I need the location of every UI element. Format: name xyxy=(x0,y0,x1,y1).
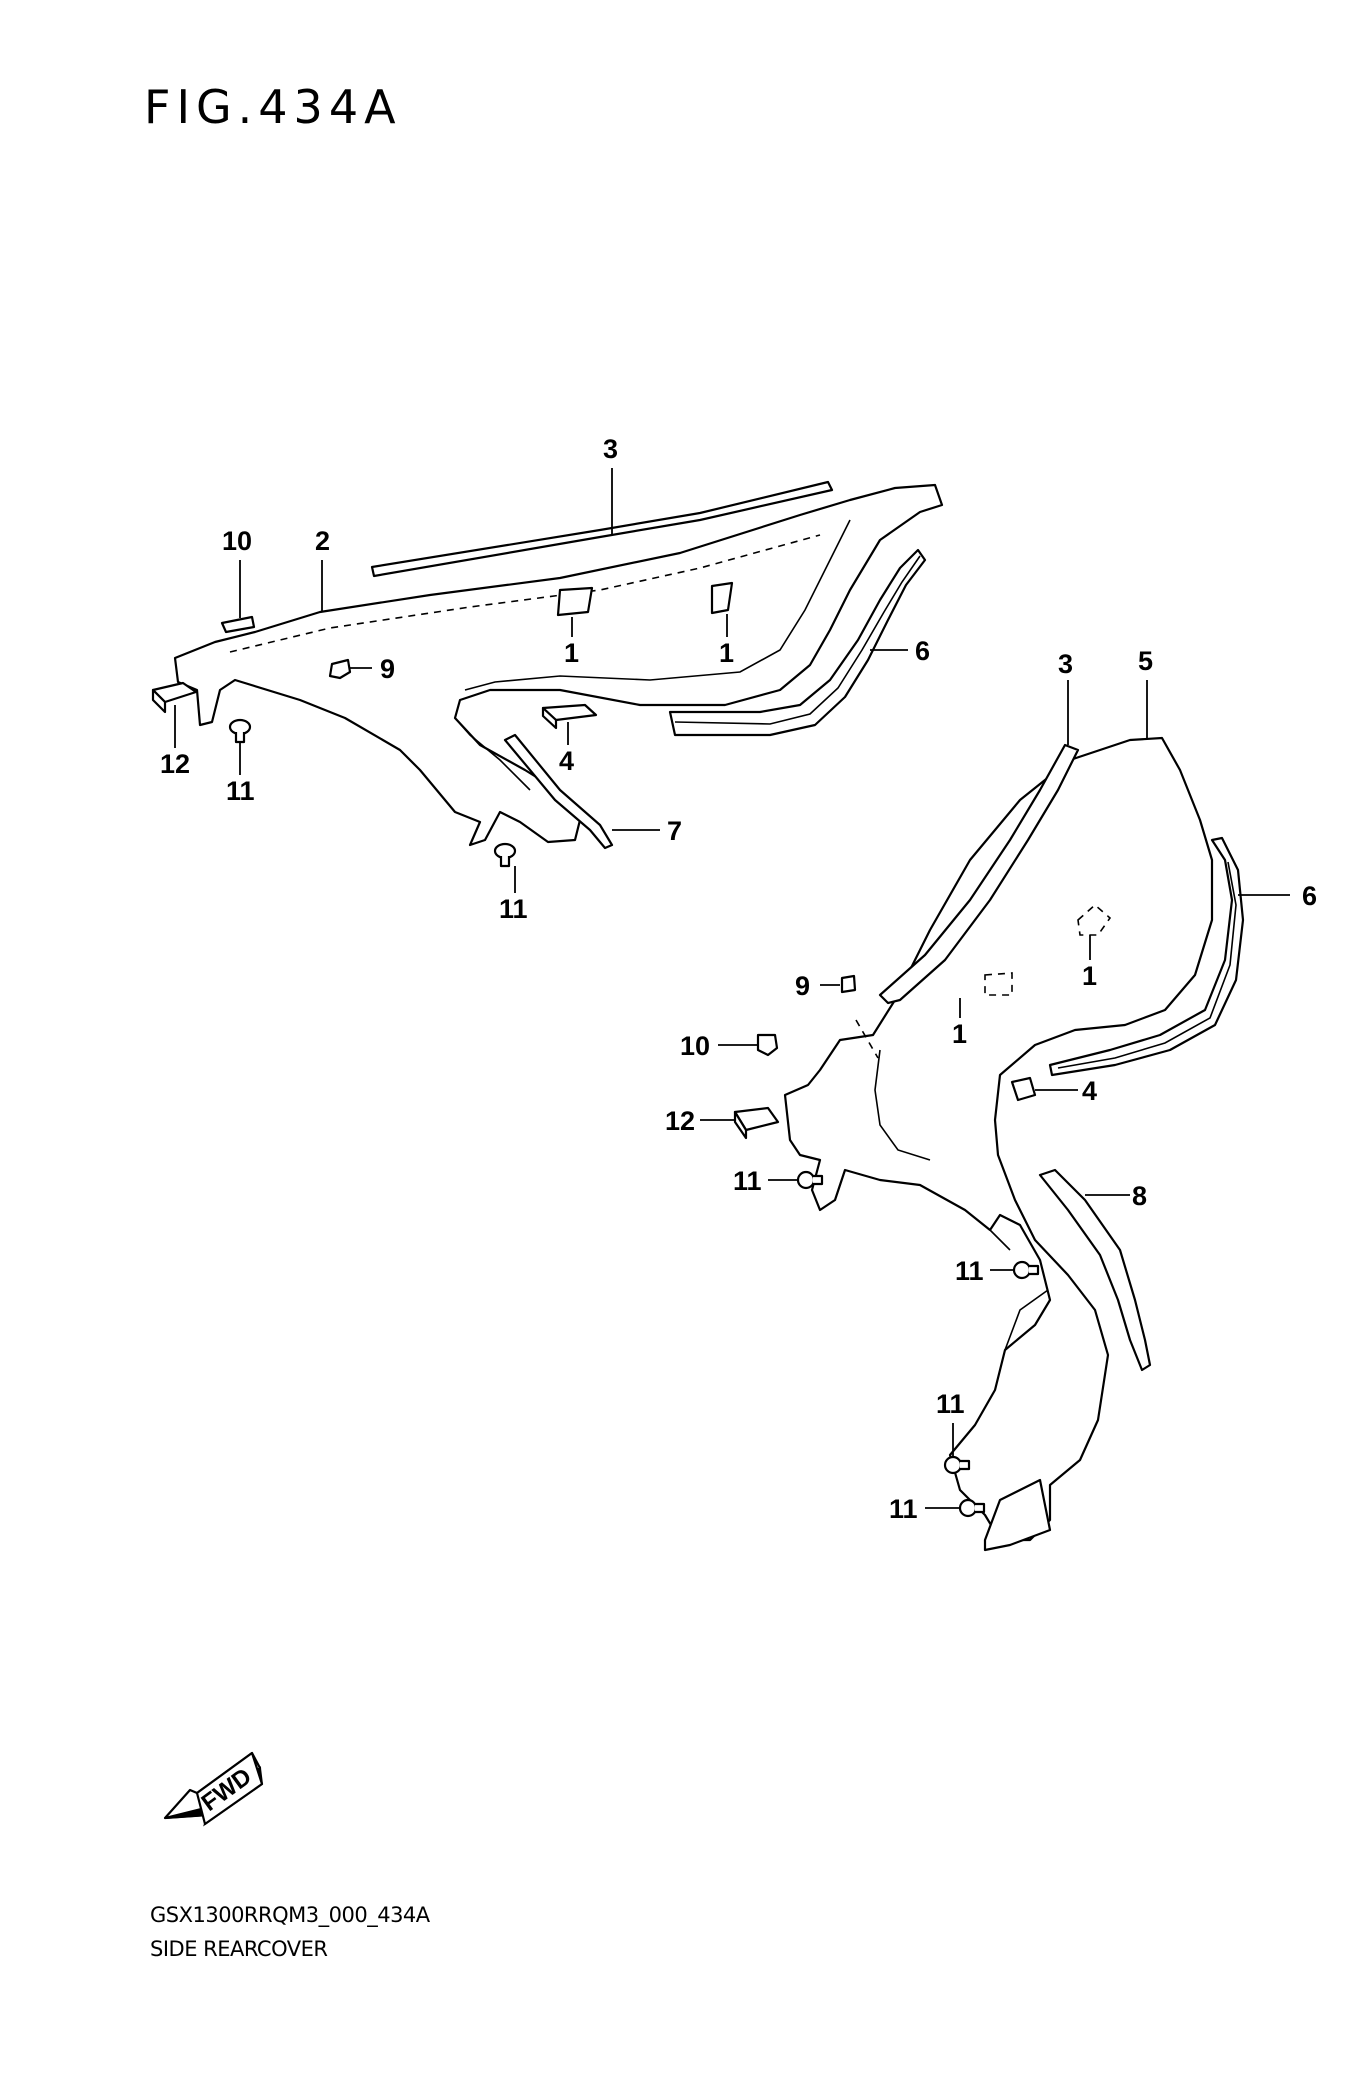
part-1-pad-b xyxy=(710,581,734,615)
fwd-arrow-icon: FWD xyxy=(163,1751,264,1827)
callout-right-12: 12 xyxy=(665,1106,695,1136)
model-code: GSX1300RRQM3_000_434A xyxy=(150,1903,430,1927)
part-5-inner-curve xyxy=(874,1049,931,1161)
callout-left-11b: 11 xyxy=(499,894,528,924)
callout-right-11d: 11 xyxy=(889,1494,918,1524)
part-9-clip-left xyxy=(328,658,352,680)
part-9-clip-right xyxy=(840,974,857,994)
callout-right-9: 9 xyxy=(795,971,810,1001)
callout-left-11a: 11 xyxy=(226,776,255,806)
callout-right-3: 3 xyxy=(1058,649,1073,679)
part-2-lower-contour xyxy=(454,717,531,791)
callout-left-3: 3 xyxy=(603,434,618,464)
part-2-inner-contour xyxy=(464,519,851,691)
callout-right-10: 10 xyxy=(680,1031,710,1061)
part-11-screw-left-b xyxy=(493,842,517,868)
callout-left-6: 6 xyxy=(915,636,930,666)
section-name: SIDE REARCOVER xyxy=(150,1937,328,1961)
part-1-pad-c xyxy=(1077,903,1112,936)
figure-title: FIG.434A xyxy=(144,80,402,134)
callout-left-2: 2 xyxy=(315,526,330,556)
part-6-inner-line xyxy=(674,555,921,725)
part-11-screw-right-d xyxy=(958,1498,986,1518)
callout-right-1b: 1 xyxy=(952,1019,967,1049)
callout-right-6: 6 xyxy=(1302,881,1317,911)
part-11-screw-right-c xyxy=(943,1455,971,1475)
part-3-trim-strip-right xyxy=(878,743,1080,1005)
callout-right-11c: 11 xyxy=(936,1389,965,1419)
callout-right-11b: 11 xyxy=(955,1256,984,1286)
part-10-clip-left xyxy=(220,615,256,634)
part-6-trim-strip-right xyxy=(1048,836,1245,1077)
callout-left-12: 12 xyxy=(160,749,190,779)
part-8-trim-strip xyxy=(1038,1168,1152,1372)
left-assembly: 3 10 2 9 1 1 6 12 11 4 7 11 xyxy=(151,434,944,924)
callout-left-9: 9 xyxy=(380,654,395,684)
part-5-lower-bracket xyxy=(983,1478,1052,1552)
part-4-cushion-right xyxy=(1010,1076,1037,1102)
part-1-pad-a xyxy=(556,586,594,617)
right-assembly: 3 5 6 1 9 1 10 4 12 11 8 11 11 11 xyxy=(665,646,1317,1552)
callout-right-8: 8 xyxy=(1132,1181,1147,1211)
callout-right-11a: 11 xyxy=(733,1166,762,1196)
part-5-lower-contour xyxy=(989,1229,1049,1351)
part-6-trim-strip-left xyxy=(668,548,927,737)
part-11-screw-right-b xyxy=(1012,1260,1040,1280)
part-11-screw-left-a xyxy=(228,718,252,744)
part-12-cushion-right-side xyxy=(733,1110,748,1140)
callout-right-1a: 1 xyxy=(1082,961,1097,991)
callout-right-4: 4 xyxy=(1082,1076,1097,1106)
callout-left-1b: 1 xyxy=(719,638,734,668)
part-4-cushion-left-side xyxy=(541,706,558,730)
callout-right-5: 5 xyxy=(1138,646,1153,676)
callout-left-4: 4 xyxy=(559,746,574,776)
part-2-inner-edge xyxy=(229,534,821,653)
callout-left-1a: 1 xyxy=(564,638,579,668)
callout-left-10: 10 xyxy=(222,526,252,556)
part-7-trim-strip xyxy=(503,733,614,850)
part-10-clip-right xyxy=(756,1033,779,1057)
callout-left-7: 7 xyxy=(667,816,682,846)
part-12-cushion-left-side xyxy=(151,688,167,714)
part-6-right-inner-line xyxy=(1057,861,1237,1069)
part-3-trim-strip-left xyxy=(370,480,834,578)
part-1-pad-d xyxy=(984,972,1013,996)
